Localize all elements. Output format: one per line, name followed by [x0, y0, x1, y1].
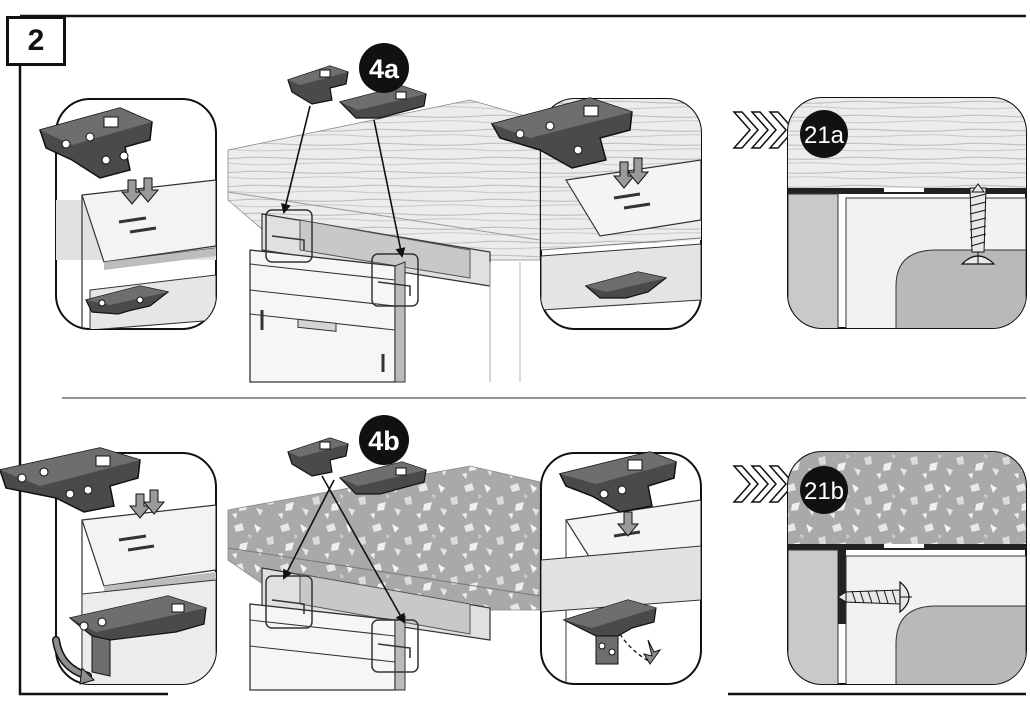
chevrons-a: [732, 111, 796, 149]
variant-b-badge: 4b: [359, 415, 409, 465]
reference-b-badge: 21b: [800, 466, 848, 514]
panel-b4-screw-stone: [787, 451, 1027, 685]
reference-a-badge: 21a: [800, 110, 848, 158]
outer-frame: [18, 14, 1026, 696]
variant-a-badge: 4a: [359, 43, 409, 93]
variant-b-label: 4b: [368, 426, 400, 456]
panel-b2-cabinet-overview: [227, 437, 541, 691]
reference-a-label: 21a: [804, 122, 845, 149]
step-number: 2: [27, 24, 45, 57]
variant-a-label: 4a: [369, 54, 400, 84]
panel-a1-bracket-placement: [39, 98, 217, 330]
panel-a2-cabinet-overview: [227, 65, 541, 383]
panel-b3-bracket-bent: [540, 451, 702, 685]
panel-a3-bracket-closeup: [490, 97, 702, 330]
panel-b1-bracket-bend: [0, 447, 217, 685]
panel-a4-screw-wood: [787, 97, 1027, 329]
chevrons-b: [732, 465, 796, 503]
reference-b-label: 21b: [804, 478, 844, 505]
step-number-badge: 2: [6, 16, 66, 66]
